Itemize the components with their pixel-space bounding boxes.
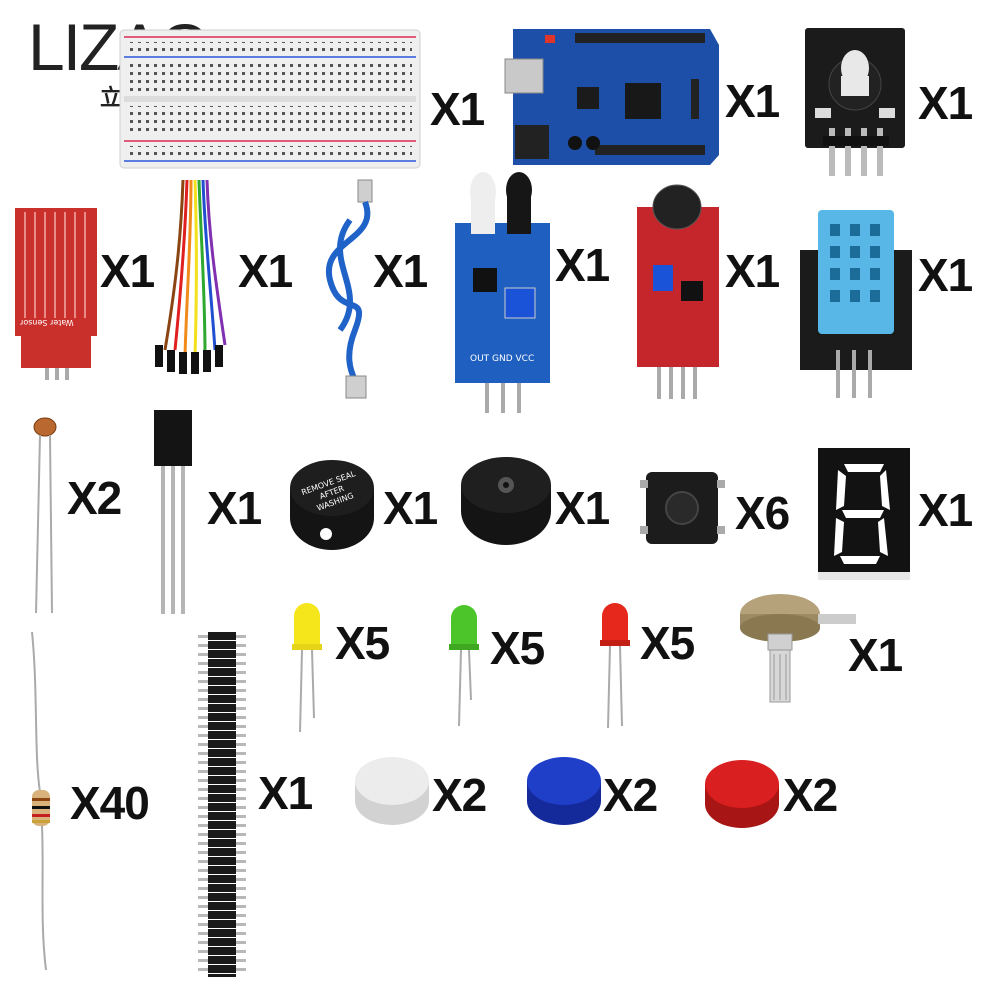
jumper-wires-qty: X1	[238, 245, 293, 297]
tactile-button-qty: X6	[735, 487, 790, 539]
transistor-image	[154, 410, 192, 614]
usb-cable-qty: X1	[373, 245, 428, 297]
blue-button-cap-image	[527, 757, 601, 825]
water-sensor-image	[15, 208, 97, 380]
photoresistor-image	[33, 417, 57, 614]
tactile-button-image	[640, 472, 725, 544]
white-button-cap-image	[355, 757, 429, 825]
photoresistor-qty: X2	[67, 472, 122, 524]
seven-segment-display-qty: X1	[918, 484, 973, 536]
sound-sensor-module-image	[637, 184, 719, 399]
potentiometer-qty: X1	[848, 629, 903, 681]
dht11-module-image	[800, 210, 912, 398]
red-led-qty: X5	[640, 617, 695, 669]
pin-header-qty: X1	[258, 767, 313, 819]
uno-board-image	[504, 29, 719, 165]
green-led-image	[449, 605, 479, 727]
seven-segment-display-image	[818, 448, 910, 580]
dht11-module-qty: X1	[918, 249, 973, 301]
usb-cable-image	[325, 179, 373, 399]
red-button-cap-image	[705, 760, 779, 828]
resistor-image	[31, 631, 50, 971]
rgb-led-module-qty: X1	[918, 77, 973, 129]
red-led-image	[600, 603, 630, 729]
ir-sensor-module-image	[455, 172, 550, 413]
water-sensor-label: Water Sensor	[20, 318, 74, 327]
potentiometer-image	[740, 594, 856, 703]
active-buzzer-qty: X1	[383, 482, 438, 534]
pin-header-image	[198, 632, 246, 977]
yellow-led-qty: X5	[335, 617, 390, 669]
breadboard-qty: X1	[430, 83, 485, 135]
green-led-qty: X5	[490, 622, 545, 674]
blue-button-cap-qty: X2	[603, 769, 658, 821]
uno-board-qty: X1	[725, 75, 780, 127]
transistor-qty: X1	[207, 482, 262, 534]
passive-buzzer-image	[461, 457, 551, 545]
yellow-led-image	[292, 603, 322, 733]
jumper-wires-image	[155, 179, 227, 374]
sound-sensor-module-qty: X1	[725, 245, 780, 297]
water-sensor-qty: X1	[100, 245, 155, 297]
active-buzzer-image	[290, 460, 374, 550]
red-button-cap-qty: X2	[783, 769, 838, 821]
rgb-led-module-image	[805, 28, 905, 176]
ir-sensor-module-qty: X1	[555, 239, 610, 291]
breadboard-image	[119, 29, 421, 169]
passive-buzzer-qty: X1	[555, 482, 610, 534]
ir-sensor-pin-label: OUT GND VCC	[470, 354, 535, 364]
resistor-qty: X40	[70, 777, 150, 829]
white-button-cap-qty: X2	[432, 769, 487, 821]
